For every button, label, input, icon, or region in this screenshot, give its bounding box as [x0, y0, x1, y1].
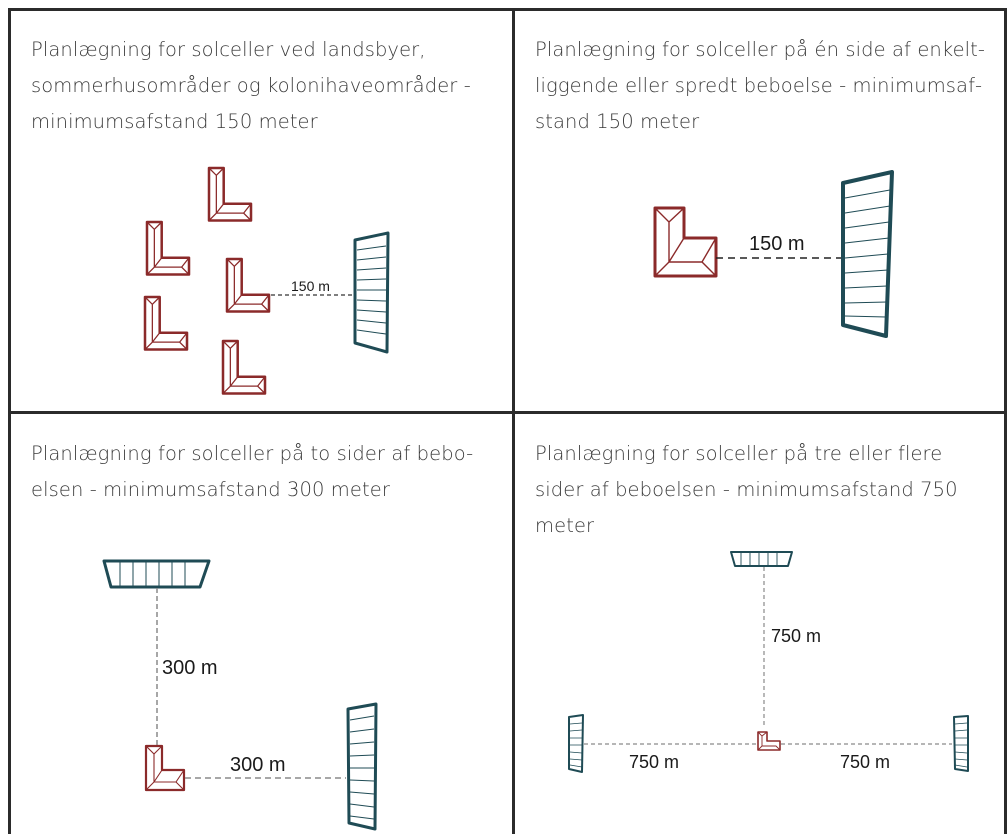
- panel-4-title: Planlægning for solceller på tre eller f…: [535, 442, 958, 537]
- panel-2-title: Planlægning for solceller på én side af …: [535, 38, 986, 133]
- solar-panel-icon: [568, 714, 584, 773]
- solar-panel-icon: [102, 559, 211, 589]
- house-icon: [221, 339, 267, 395]
- panel-1-title: Planlægning for solceller ved landsbyer,…: [31, 38, 471, 133]
- house-icon: [144, 744, 186, 792]
- horizontal-divider: [8, 411, 1007, 414]
- outer-frame: [8, 8, 1007, 834]
- panel-3-title: Planlægning for solceller på to sider af…: [31, 442, 474, 501]
- distance-label: 300 m: [230, 754, 286, 776]
- distance-label: 150 m: [291, 278, 330, 294]
- solar-panel-icon: [841, 170, 894, 338]
- house-icon: [207, 166, 253, 222]
- house-icon: [653, 206, 718, 278]
- distance-label: 750 m: [840, 752, 890, 772]
- house-icon: [145, 220, 191, 276]
- distance-label: 750 m: [629, 752, 679, 772]
- vertical-divider: [512, 8, 515, 834]
- house-icon: [143, 295, 189, 351]
- house-icon: [757, 731, 781, 751]
- solar-panel-icon: [953, 715, 969, 772]
- solar-panel-icon: [346, 702, 378, 831]
- distance-label: 300 m: [162, 657, 218, 679]
- distance-label: 150 m: [749, 233, 805, 255]
- house-icon: [225, 257, 271, 313]
- distance-label: 750 m: [771, 626, 821, 646]
- solar-panel-icon: [730, 551, 793, 567]
- solar-panel-icon: [353, 231, 390, 354]
- panel-1-houses: [143, 166, 271, 395]
